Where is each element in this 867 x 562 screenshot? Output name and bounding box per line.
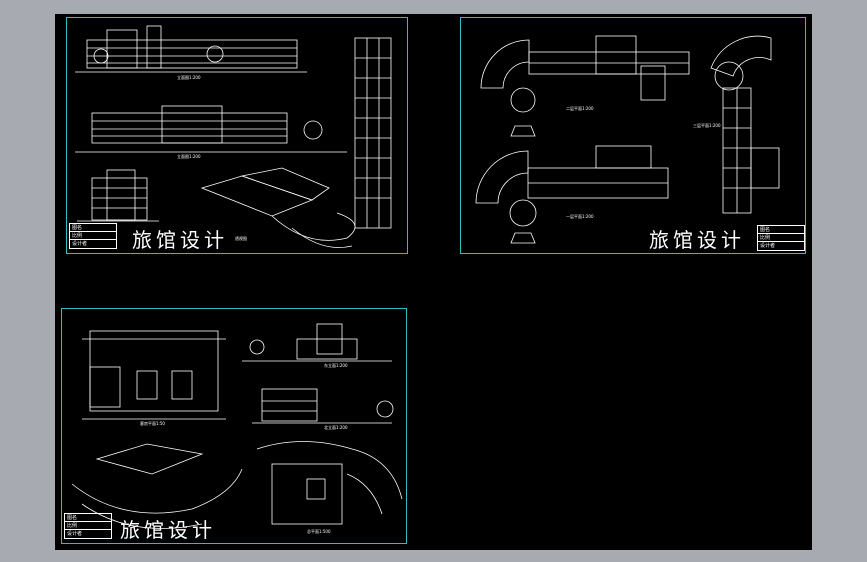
- title-block: 图名 比例 设计者: [64, 513, 112, 539]
- elevation-label: 北立面1:200: [324, 425, 348, 430]
- perspective-label: 透视图: [235, 236, 247, 241]
- sheet-title: 旅馆设计: [120, 518, 216, 542]
- sheet-elevations-linework: [75, 25, 392, 248]
- title-block-row: 图名: [70, 224, 116, 232]
- sheet-title: 旅馆设计: [649, 228, 745, 252]
- elevation-label: 立面图1:200: [177, 154, 201, 159]
- site-plan-label: 总平面1:500: [307, 529, 331, 534]
- title-block-row: 图名: [758, 226, 804, 234]
- title-block-row: 图名: [65, 514, 111, 522]
- plan-label: 二层平面1:200: [566, 106, 594, 111]
- sheet-elevations[interactable]: 立面图1:200 立面图1:200 透视图 图名 比例 设计者 旅馆设计: [66, 17, 408, 254]
- title-block-row: 设计者: [72, 241, 88, 247]
- title-block: 图名 比例 设计者: [69, 223, 117, 249]
- title-block-row: 设计者: [67, 531, 83, 537]
- title-block-row: 比例: [758, 234, 804, 242]
- title-block-row: 设计者: [760, 243, 776, 249]
- plan-label: 三层平面1:200: [693, 123, 721, 128]
- sheet-plans-linework: [475, 35, 780, 244]
- sheet-details[interactable]: 客房平面1:50 东立面1:200 北立面1:200 总平面1:500 图名 比…: [61, 308, 407, 544]
- sheet-title: 旅馆设计: [132, 228, 228, 252]
- title-block-row: 比例: [70, 232, 116, 240]
- sheet-plans[interactable]: 二层平面1:200 一层平面1:200 三层平面1:200 旅馆设计 图名 比例…: [460, 17, 806, 254]
- elevation-label: 东立面1:200: [324, 363, 348, 368]
- title-block: 图名 比例 设计者: [757, 225, 805, 251]
- cad-drawing-canvas[interactable]: 立面图1:200 立面图1:200 透视图 图名 比例 设计者 旅馆设计: [55, 14, 812, 550]
- elevation-label: 立面图1:200: [177, 75, 201, 80]
- title-block-row: 比例: [65, 522, 111, 530]
- plan-label: 一层平面1:200: [566, 214, 594, 219]
- sheet-details-linework: [71, 323, 403, 529]
- room-plan-label: 客房平面1:50: [140, 421, 165, 426]
